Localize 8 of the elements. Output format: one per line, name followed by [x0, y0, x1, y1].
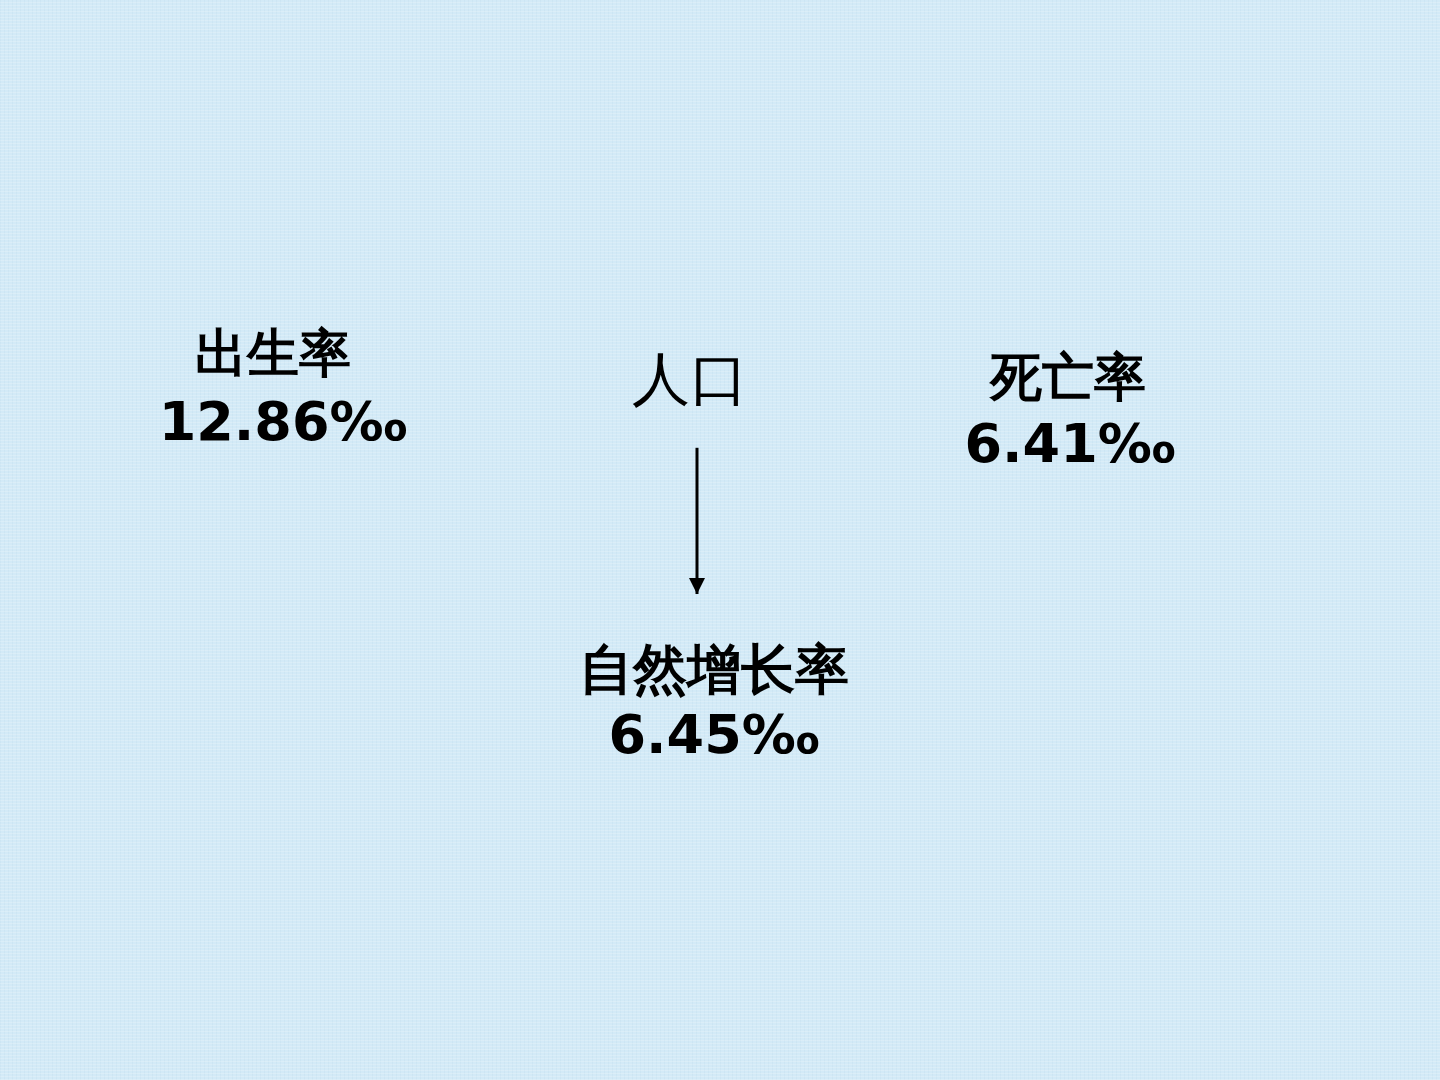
arrow	[689, 447, 705, 594]
rate-value: 12.86‰	[158, 392, 408, 452]
node-title: 人口	[632, 348, 748, 412]
node-title: 自然增长率	[579, 640, 849, 700]
rate-title: 出生率	[195, 325, 351, 383]
rate-value: 6.41‰	[964, 414, 1176, 474]
rate-title: 死亡率	[990, 349, 1146, 407]
rate-value: 6.45‰	[608, 705, 820, 765]
